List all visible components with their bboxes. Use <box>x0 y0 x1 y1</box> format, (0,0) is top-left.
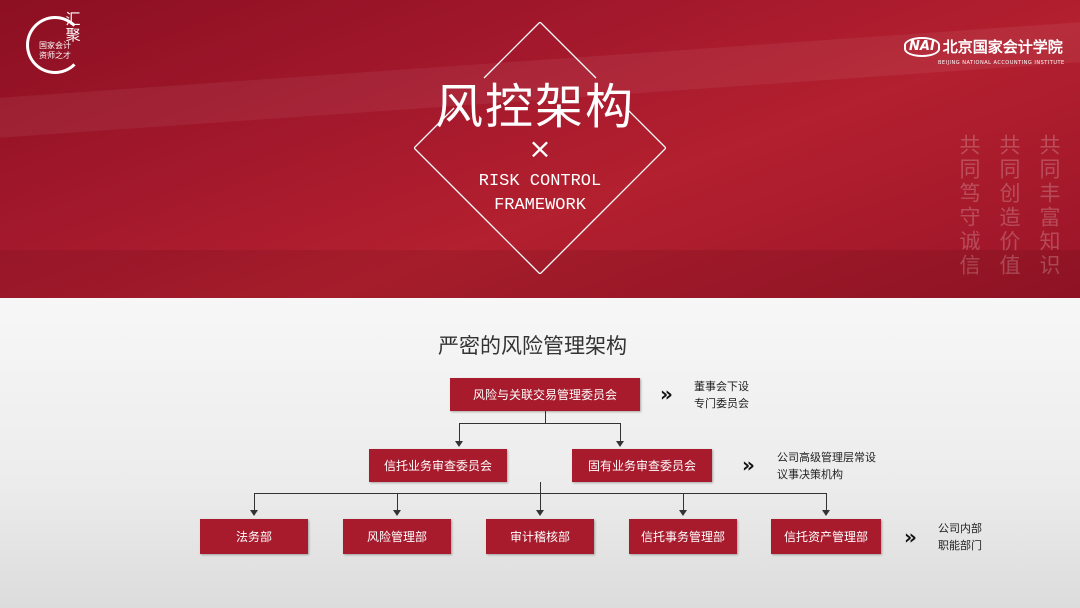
header-banner <box>0 0 1080 298</box>
org-box-trust-affairs: 信托事务管理部 <box>629 519 737 554</box>
org-box-committee: 风险与关联交易管理委员会 <box>450 378 640 411</box>
slogan: 共同创造价值 <box>997 134 1021 278</box>
chevron-right-icon: » <box>660 382 673 406</box>
slogan: 共同笃守诚信 <box>957 134 981 278</box>
diagram-background <box>0 298 1080 608</box>
level-note: 公司内部职能部门 <box>938 522 982 552</box>
level-note: 董事会下设专门委员会 <box>694 380 749 410</box>
org-box-trust-assets: 信托资产管理部 <box>771 519 881 554</box>
title-cn: 风控架构 <box>434 79 635 135</box>
org-box-proprietary-review: 固有业务审查委员会 <box>572 449 712 482</box>
chevron-right-icon: » <box>742 453 755 477</box>
org-box-audit: 审计稽核部 <box>486 519 594 554</box>
logo-huiju: 汇聚 国家会计 资师之才 <box>26 11 84 74</box>
level-note: 公司高级管理层常设议事决策机构 <box>777 451 876 481</box>
chevron-right-icon: » <box>904 525 917 549</box>
org-box-trust-review: 信托业务审查委员会 <box>369 449 507 482</box>
org-box-risk-mgmt: 风险管理部 <box>343 519 451 554</box>
title-cross: × <box>528 132 552 165</box>
org-box-legal: 法务部 <box>200 519 308 554</box>
diagram-subtitle: 严密的风险管理架构 <box>438 334 627 358</box>
diamond-frame <box>414 22 666 274</box>
slogan: 共同丰富知识 <box>1037 134 1061 278</box>
